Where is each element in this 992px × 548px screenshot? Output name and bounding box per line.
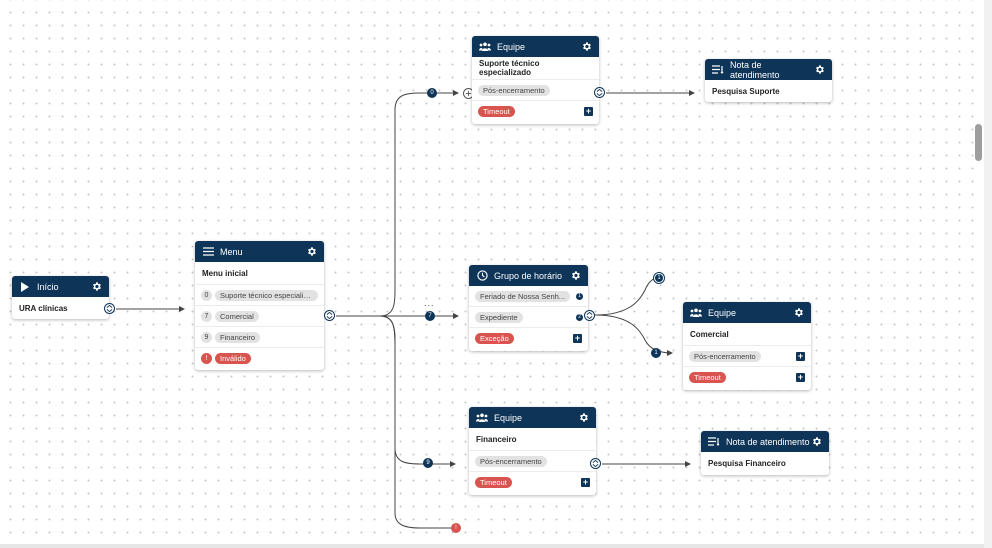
post-closing-label: Pós-encerramento	[689, 350, 761, 362]
row-marker: 2	[576, 313, 583, 321]
timeout-row[interactable]: Timeout +	[472, 101, 599, 122]
edge-marker[interactable]: 9	[423, 458, 433, 468]
exception-label: Exceção	[475, 333, 514, 344]
edge-marker[interactable]: 0	[427, 88, 437, 98]
option-key: 9	[201, 331, 212, 343]
node-nota-financeiro[interactable]: Nota de atendimento Pesquisa Financeiro	[701, 431, 829, 475]
list-icon	[708, 436, 720, 448]
post-closing-row[interactable]: Pós-encerramento	[469, 451, 596, 472]
node-title: Menu	[220, 246, 243, 257]
menu-option[interactable]: 0 Suporte técnico especializ...	[195, 285, 324, 306]
node-inicio[interactable]: Início URA clínicas	[12, 276, 109, 319]
expand-connector[interactable]	[590, 458, 601, 469]
edge-marker-invalid[interactable]: !	[451, 523, 461, 533]
edge-marker[interactable]: 7	[425, 311, 435, 321]
vertical-scrollbar[interactable]	[984, 0, 992, 548]
gear-icon[interactable]	[580, 41, 592, 53]
schedule-label: Feriado de Nossa Senh...	[475, 290, 571, 302]
gear-icon[interactable]	[792, 307, 804, 319]
row-marker: 1	[576, 292, 583, 300]
option-key: 0	[201, 289, 212, 301]
timeout-row[interactable]: Timeout +	[683, 367, 811, 388]
gear-icon[interactable]	[305, 246, 317, 258]
ellipsis: ...	[424, 298, 435, 308]
node-nota-suporte[interactable]: Nota de atendimento Pesquisa Suporte	[705, 59, 832, 102]
team-icon	[476, 412, 488, 424]
edge-marker[interactable]: 1	[654, 273, 664, 283]
post-closing-label: Pós-encerramento	[478, 84, 550, 96]
node-equipe-comercial[interactable]: Equipe Comercial Pós-encerramento + Time…	[683, 302, 811, 390]
menu-option[interactable]: 7 Comercial	[195, 306, 324, 327]
node-equipe-financeiro[interactable]: Equipe Financeiro Pós-encerramento Timeo…	[469, 407, 596, 495]
timeout-row[interactable]: Timeout +	[469, 472, 596, 493]
add-icon[interactable]: +	[796, 372, 805, 382]
add-icon[interactable]: +	[581, 477, 590, 487]
post-closing-row[interactable]: Pós-encerramento	[472, 80, 599, 101]
option-label: Financeiro	[215, 331, 261, 343]
gear-icon[interactable]	[569, 270, 581, 282]
expand-connector[interactable]	[104, 303, 115, 314]
node-grupo-horario[interactable]: Grupo de horário Feriado de Nossa Senh..…	[469, 265, 588, 351]
node-subtitle: Pesquisa Suporte	[712, 86, 780, 96]
node-subtitle: Suporte técnico especializado	[472, 57, 599, 80]
option-key: 7	[201, 310, 212, 322]
node-header[interactable]: Nota de atendimento	[705, 59, 832, 80]
warning-icon: !	[201, 353, 212, 364]
node-header[interactable]: Equipe	[469, 407, 596, 428]
gear-icon[interactable]	[577, 412, 589, 424]
node-header[interactable]: Grupo de horário	[469, 265, 588, 286]
option-label: Inválido	[215, 353, 251, 364]
node-subtitle: URA clínicas	[19, 303, 68, 313]
node-menu[interactable]: Menu Menu inicial 0 Suporte técnico espe…	[195, 241, 324, 370]
gear-icon[interactable]	[813, 64, 825, 76]
clock-icon	[476, 270, 488, 282]
menu-option-invalid[interactable]: ! Inválido	[195, 348, 324, 369]
node-title: Grupo de horário	[494, 270, 563, 281]
play-icon	[19, 281, 31, 293]
horizontal-scrollbar[interactable]	[0, 544, 984, 548]
hamburger-menu-icon	[202, 246, 214, 258]
node-title: Nota de atendimento	[730, 59, 780, 80]
node-header[interactable]: Equipe	[472, 36, 599, 57]
list-icon	[712, 64, 724, 76]
post-closing-label: Pós-encerramento	[475, 455, 547, 467]
add-icon[interactable]: +	[584, 106, 593, 116]
add-icon[interactable]: +	[796, 350, 805, 361]
node-title: Equipe	[494, 412, 523, 423]
timeout-label: Timeout	[478, 106, 515, 117]
schedule-row[interactable]: Expediente 2	[469, 307, 588, 328]
gear-icon[interactable]	[810, 436, 822, 448]
team-icon	[479, 41, 491, 53]
node-header[interactable]: Início	[12, 276, 109, 297]
schedule-row[interactable]: Feriado de Nossa Senh... 1	[469, 286, 588, 307]
exception-row[interactable]: Exceção +	[469, 328, 588, 349]
node-header[interactable]: Menu	[195, 241, 324, 262]
timeout-label: Timeout	[475, 477, 512, 488]
node-subtitle: Financeiro	[469, 428, 596, 451]
node-header[interactable]: Equipe	[683, 302, 811, 323]
option-label: Comercial	[215, 310, 259, 322]
team-icon	[690, 307, 702, 319]
node-title: Equipe	[708, 307, 737, 318]
expand-connector[interactable]	[594, 87, 605, 98]
node-header[interactable]: Nota de atendimento	[701, 431, 829, 452]
expand-connector[interactable]	[584, 310, 595, 321]
node-equipe-suporte[interactable]: Equipe Suporte técnico especializado Pós…	[472, 36, 599, 124]
post-closing-row[interactable]: Pós-encerramento +	[683, 346, 811, 367]
option-label: Suporte técnico especializ...	[215, 289, 318, 301]
node-title: Equipe	[497, 41, 526, 52]
scrollbar-thumb[interactable]	[975, 124, 982, 161]
node-subtitle: Menu inicial	[195, 262, 324, 285]
schedule-label: Expediente	[475, 311, 523, 323]
node-subtitle: Comercial	[683, 323, 811, 346]
node-title: Início	[37, 281, 59, 292]
menu-option[interactable]: 9 Financeiro	[195, 327, 324, 348]
node-title: Nota de atendimento	[726, 436, 810, 447]
expand-connector[interactable]	[324, 310, 335, 321]
edge-marker[interactable]: 1	[651, 348, 661, 358]
gear-icon[interactable]	[90, 281, 102, 293]
node-subtitle: Pesquisa Financeiro	[708, 458, 786, 468]
timeout-label: Timeout	[689, 372, 726, 383]
add-icon[interactable]: +	[573, 333, 582, 343]
